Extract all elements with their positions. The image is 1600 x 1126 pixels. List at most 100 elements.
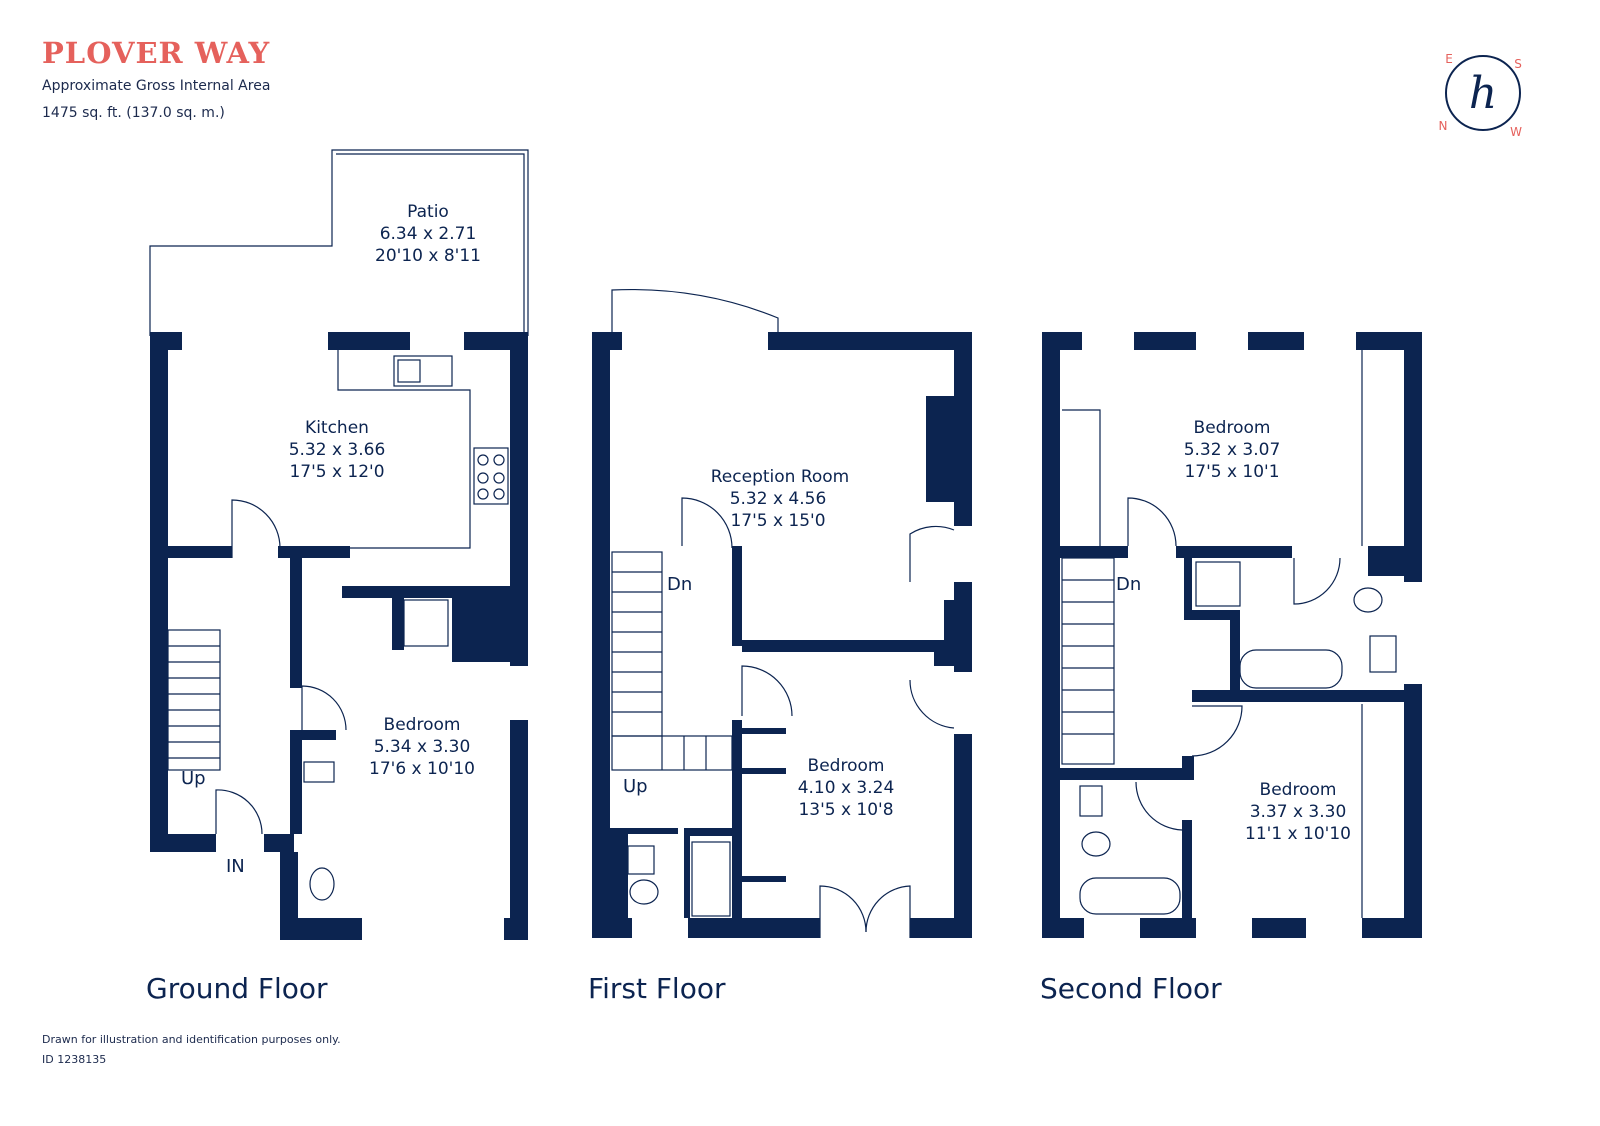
first-french-door-a bbox=[819, 885, 867, 938]
first-shower bbox=[691, 841, 731, 917]
compass-w: W bbox=[1510, 125, 1522, 139]
first-wall-bottom-b bbox=[688, 918, 820, 938]
second-wall-top-a bbox=[1042, 332, 1082, 350]
ground-stairs bbox=[167, 629, 221, 771]
first-stairs-dn: Dn bbox=[667, 574, 692, 595]
ground-chimney bbox=[452, 598, 510, 662]
first-wall-mid-b bbox=[934, 652, 954, 666]
first-wall-top-a bbox=[592, 332, 622, 350]
compass-logo: h E S N W bbox=[1439, 52, 1523, 139]
first-balcony bbox=[611, 288, 779, 332]
reception-name: Reception Room bbox=[711, 467, 849, 487]
ensuite-basin bbox=[1079, 785, 1103, 817]
second-wall-ensuite-stub bbox=[1182, 756, 1194, 780]
disclaimer: Drawn for illustration and identificatio… bbox=[42, 1033, 341, 1046]
second-door-ensuite bbox=[1135, 781, 1183, 831]
first-wall-bath-top-b bbox=[684, 828, 732, 836]
footer: Drawn for illustration and identificatio… bbox=[42, 1030, 341, 1070]
ground-door-bedroom bbox=[301, 685, 347, 731]
second-floor-label: Second Floor bbox=[1040, 972, 1222, 1005]
ground-bedroom-imperial: 17'6 x 10'10 bbox=[369, 759, 475, 779]
ground-wall-top-b bbox=[328, 332, 410, 350]
first-wall-mid bbox=[742, 640, 954, 652]
first-door-bedroom bbox=[741, 665, 793, 717]
first-wall-inner-right bbox=[944, 600, 954, 662]
ground-wall-right-a bbox=[510, 332, 528, 666]
ground-wall-bottom-d bbox=[504, 918, 528, 940]
header: PLOVER WAY Approximate Gross Internal Ar… bbox=[42, 36, 270, 121]
ground-wall-bed-left-b bbox=[290, 730, 302, 834]
entrance-label: IN bbox=[226, 856, 245, 877]
first-basin bbox=[627, 845, 655, 875]
ground-floor-plan: Patio 6.34 x 2.71 20'10 x 8'11 Kitchen 5… bbox=[146, 149, 529, 1005]
first-french-door-b bbox=[865, 885, 911, 938]
first-stairs bbox=[611, 551, 733, 771]
second-wall-top-c bbox=[1248, 332, 1304, 350]
first-wall-bottom-a bbox=[592, 918, 632, 938]
ground-door-kitchen bbox=[231, 499, 281, 558]
compass-n: N bbox=[1439, 119, 1448, 133]
ground-bedroom-name: Bedroom bbox=[384, 715, 461, 735]
second-bedroom2-metric: 3.37 x 3.30 bbox=[1250, 802, 1347, 822]
first-wall-right-a bbox=[954, 332, 972, 526]
patio-metric: 6.34 x 2.71 bbox=[380, 224, 477, 244]
first-door-reception bbox=[681, 497, 733, 549]
second-bedroom1-metric: 5.32 x 3.07 bbox=[1184, 440, 1281, 460]
first-cupboard-top bbox=[742, 728, 786, 734]
second-wall-bottom-d bbox=[1362, 918, 1422, 938]
first-wall-hall bbox=[732, 546, 742, 646]
ground-wc-toilet bbox=[309, 867, 335, 901]
ground-shower bbox=[403, 599, 449, 647]
first-cupboard-bottom bbox=[742, 768, 786, 774]
second-wall-bath-left bbox=[1230, 610, 1240, 694]
kitchen-metric: 5.32 x 3.66 bbox=[289, 440, 386, 460]
second-bedroom2-name: Bedroom bbox=[1260, 780, 1337, 800]
ground-floor-label: Ground Floor bbox=[146, 972, 328, 1005]
first-toilet bbox=[629, 879, 659, 905]
first-wall-bath-left bbox=[610, 828, 628, 918]
second-wall-bottom-a bbox=[1042, 918, 1084, 938]
ground-wall-bottom-a bbox=[150, 834, 216, 852]
second-basin bbox=[1369, 635, 1397, 673]
second-wall-bottom-b bbox=[1140, 918, 1196, 938]
first-floor-plan: Reception Room 5.32 x 4.56 17'5 x 15'0 B… bbox=[588, 288, 972, 1005]
ground-wall-shower-left bbox=[392, 586, 404, 650]
first-wall-bath-mid bbox=[684, 836, 690, 918]
hob bbox=[473, 447, 509, 505]
patio-outline bbox=[149, 149, 529, 336]
second-bedroom1-imperial: 17'5 x 10'1 bbox=[1184, 462, 1279, 482]
second-wall-left bbox=[1042, 332, 1060, 938]
second-bedroom2-imperial: 11'1 x 10'10 bbox=[1245, 824, 1351, 844]
first-wall-bottom-c bbox=[910, 918, 972, 938]
kitchen-name: Kitchen bbox=[305, 418, 369, 438]
compass-e: E bbox=[1445, 52, 1453, 66]
first-wall-left bbox=[592, 332, 610, 938]
first-wall-bed-left bbox=[732, 720, 742, 918]
second-stairs-dn: Dn bbox=[1116, 574, 1141, 595]
ground-stairs-up: Up bbox=[181, 768, 206, 789]
second-wall-ensuite-top bbox=[1060, 768, 1192, 780]
patio-outline-inner bbox=[336, 153, 525, 332]
first-stairs-up: Up bbox=[623, 776, 648, 797]
second-shower bbox=[1195, 561, 1241, 607]
first-wall-bath-top bbox=[610, 828, 678, 834]
gross-area: 1475 sq. ft. (137.0 sq. m.) bbox=[42, 105, 225, 121]
ground-wall-bed-top bbox=[342, 586, 510, 598]
ground-wall-right-b bbox=[510, 720, 528, 940]
area-subtitle: Approximate Gross Internal Area bbox=[42, 78, 271, 94]
first-wall-top-b bbox=[768, 332, 972, 350]
first-bedroom-metric: 4.10 x 3.24 bbox=[798, 778, 895, 798]
ground-wall-kitchen-bottom bbox=[278, 546, 350, 558]
ground-wall-hall-top bbox=[168, 546, 232, 558]
kitchen-sink bbox=[393, 355, 453, 387]
first-window-door-a bbox=[909, 525, 955, 582]
ground-wall-left bbox=[150, 332, 168, 852]
kitchen-imperial: 17'5 x 12'0 bbox=[289, 462, 384, 482]
second-wall-ensuite-right bbox=[1182, 820, 1192, 918]
compass-s: S bbox=[1514, 57, 1522, 71]
ground-bedroom-metric: 5.34 x 3.30 bbox=[374, 737, 471, 757]
second-bath bbox=[1239, 649, 1343, 689]
first-floor-label: First Floor bbox=[588, 972, 726, 1005]
ground-wall-bottom-b bbox=[264, 834, 294, 852]
second-wall-right-a bbox=[1404, 332, 1422, 582]
